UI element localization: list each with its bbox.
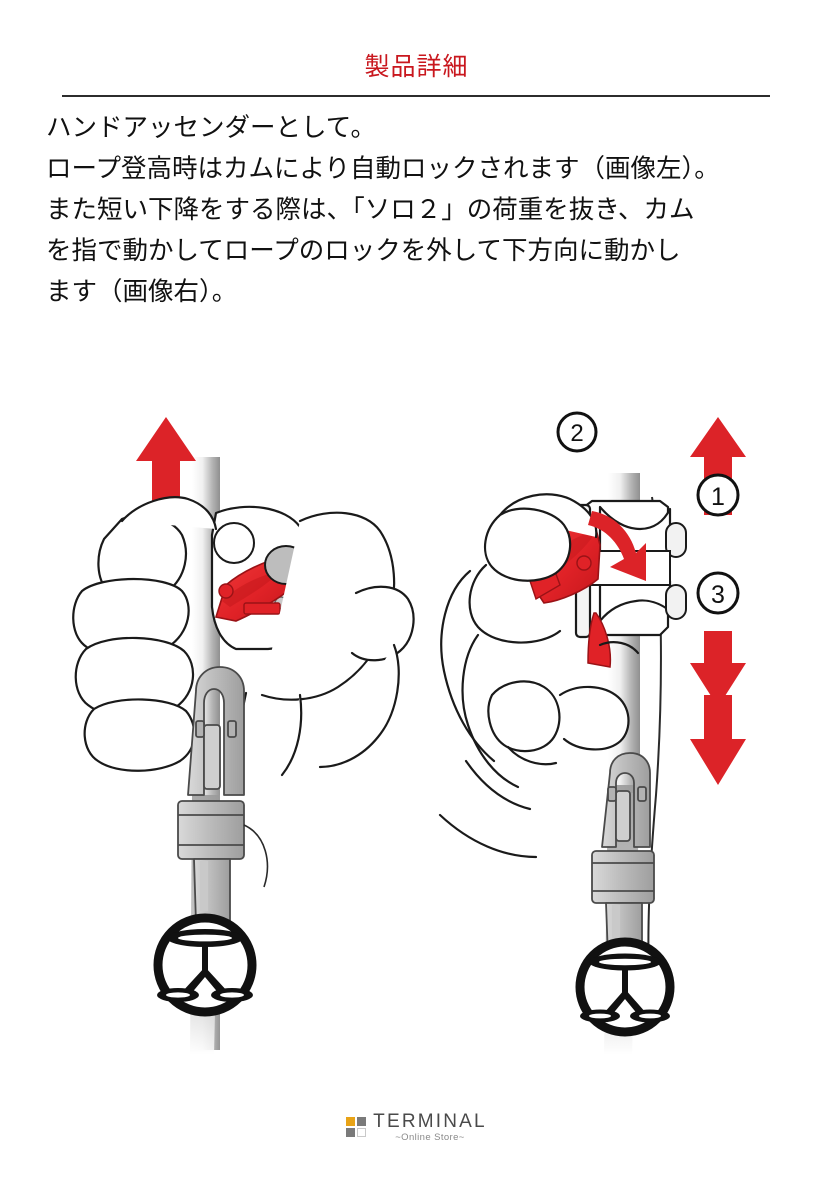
callout-1-label: 1 (711, 483, 725, 511)
hand-right (438, 493, 640, 859)
page-header: 製品詳細 (0, 52, 833, 82)
callout-2-badge: 2 (556, 411, 598, 453)
double-down-arrow-right (690, 631, 746, 785)
up-arrow-left (136, 417, 196, 513)
description-line-4: を指で動かしてロープのロックを外して下方向に動かし (46, 236, 681, 266)
figure-left-panel (72, 417, 415, 1055)
logo-square-bottom-right (357, 1128, 367, 1138)
description-text: ハンドアッセンダーとして。 ロープ登高時はカムにより自動ロックされます（画像左）… (46, 108, 806, 313)
callout-3-label: 3 (711, 581, 725, 609)
logo-name: TERMINAL (373, 1111, 487, 1132)
description-line-5: ます（画像右）。 (46, 277, 238, 307)
callout-3-badge: 3 (696, 571, 740, 615)
logo-square-top-right (357, 1117, 367, 1127)
hand-left (72, 496, 415, 777)
logo-squares-icon (346, 1117, 367, 1138)
page-title: 製品詳細 (364, 52, 469, 81)
terminal-logo[interactable]: TERMINAL ~Online Store~ (346, 1112, 487, 1143)
carabiner-left (177, 666, 269, 940)
callout-2-arrow (588, 511, 646, 581)
instruction-illustration: 2 1 3 (0, 395, 833, 1055)
logo-wordmark: TERMINAL ~Online Store~ (373, 1112, 487, 1143)
brand-emblem-right (575, 937, 675, 1037)
brand-emblem-left (153, 913, 257, 1017)
description-line-1: ハンドアッセンダーとして。 (46, 113, 376, 143)
page-footer: TERMINAL ~Online Store~ (0, 1112, 833, 1143)
body-hole-left (213, 522, 255, 564)
logo-tagline: ~Online Store~ (395, 1132, 465, 1143)
device-lugs-right (665, 522, 687, 620)
logo-square-bottom-left (346, 1128, 356, 1138)
description-line-2: ロープ登高時はカムにより自動ロックされます（画像左）。 (46, 154, 720, 184)
title-divider (62, 95, 770, 97)
logo-square-top-left (346, 1117, 356, 1127)
callout-2-label: 2 (570, 420, 583, 447)
callout-1-badge: 1 (696, 473, 740, 517)
figure-right-panel: 2 1 3 (438, 411, 746, 1055)
description-line-3: また短い下降をする際は、「ソロ２」の荷重を抜き、カム (46, 195, 695, 225)
